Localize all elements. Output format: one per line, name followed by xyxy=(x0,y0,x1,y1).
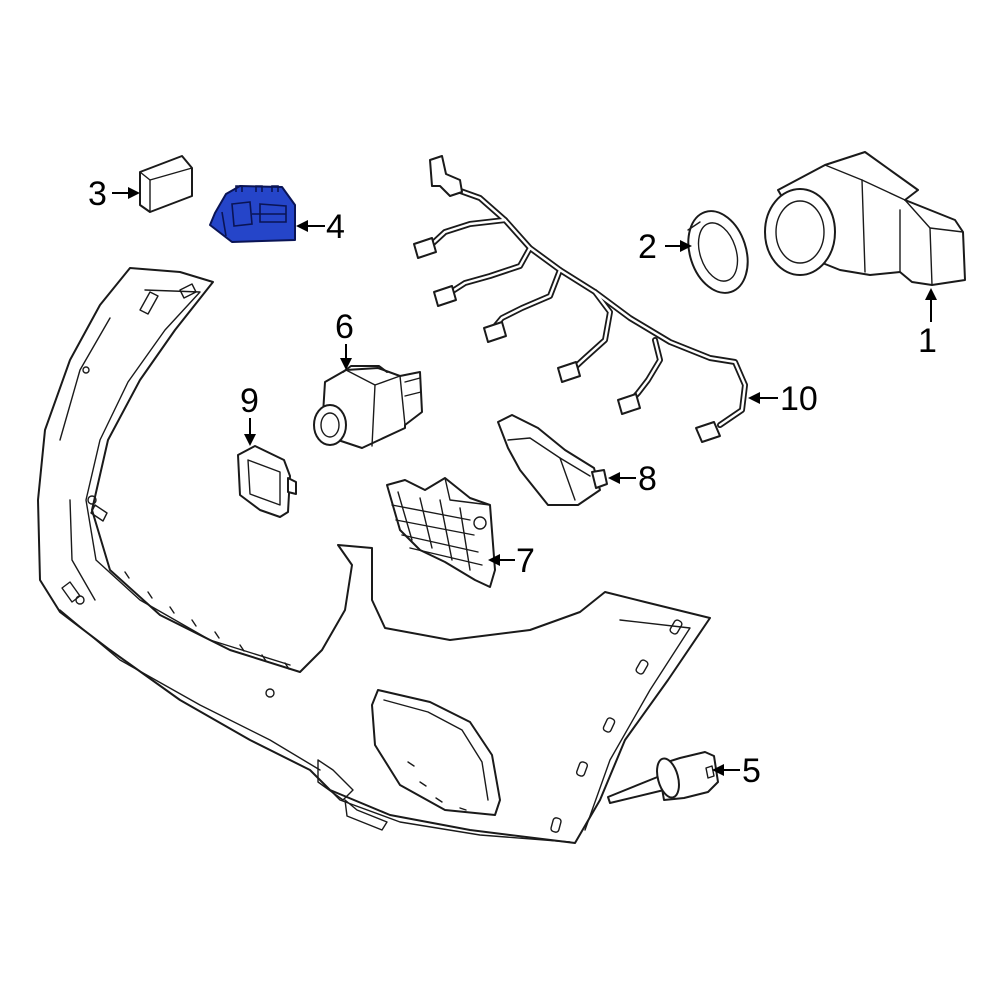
callout-7-label: 7 xyxy=(516,542,535,580)
part-10-wiring-harness[interactable] xyxy=(413,155,748,443)
callout-8: 8 xyxy=(608,460,657,498)
callout-9-label: 9 xyxy=(240,382,259,420)
callout-4-label: 4 xyxy=(326,208,345,246)
part-9-mount-plate[interactable] xyxy=(237,445,297,518)
callout-10-label: 10 xyxy=(780,380,818,418)
callout-2-label: 2 xyxy=(638,228,657,266)
callout-3: 3 xyxy=(88,175,140,213)
callout-4: 4 xyxy=(296,208,345,246)
part-3-control-module[interactable] xyxy=(139,155,193,213)
part-7-bumper-bracket[interactable] xyxy=(386,477,496,588)
callout-9: 9 xyxy=(240,382,259,446)
part-1-park-sensor[interactable] xyxy=(764,151,966,286)
part-4-highlighted-bracket[interactable] xyxy=(209,185,296,243)
callout-2: 2 xyxy=(638,228,692,266)
part-2-sensor-ring[interactable] xyxy=(678,203,757,300)
callout-7: 7 xyxy=(488,542,535,580)
bumper-cover[interactable] xyxy=(37,267,711,844)
part-5-cone-fitting[interactable] xyxy=(607,751,719,804)
callout-10: 10 xyxy=(748,380,818,418)
callout-5-label: 5 xyxy=(742,752,761,790)
part-6-sensor[interactable] xyxy=(313,365,423,449)
callout-5: 5 xyxy=(712,752,761,790)
callout-8-label: 8 xyxy=(638,460,657,498)
callout-6: 6 xyxy=(335,308,354,370)
callout-6-label: 6 xyxy=(335,308,354,346)
callout-1-label: 1 xyxy=(918,322,937,360)
callout-3-label: 3 xyxy=(88,175,107,213)
part-8-trim-panel[interactable] xyxy=(497,414,608,506)
callout-1: 1 xyxy=(918,288,937,360)
